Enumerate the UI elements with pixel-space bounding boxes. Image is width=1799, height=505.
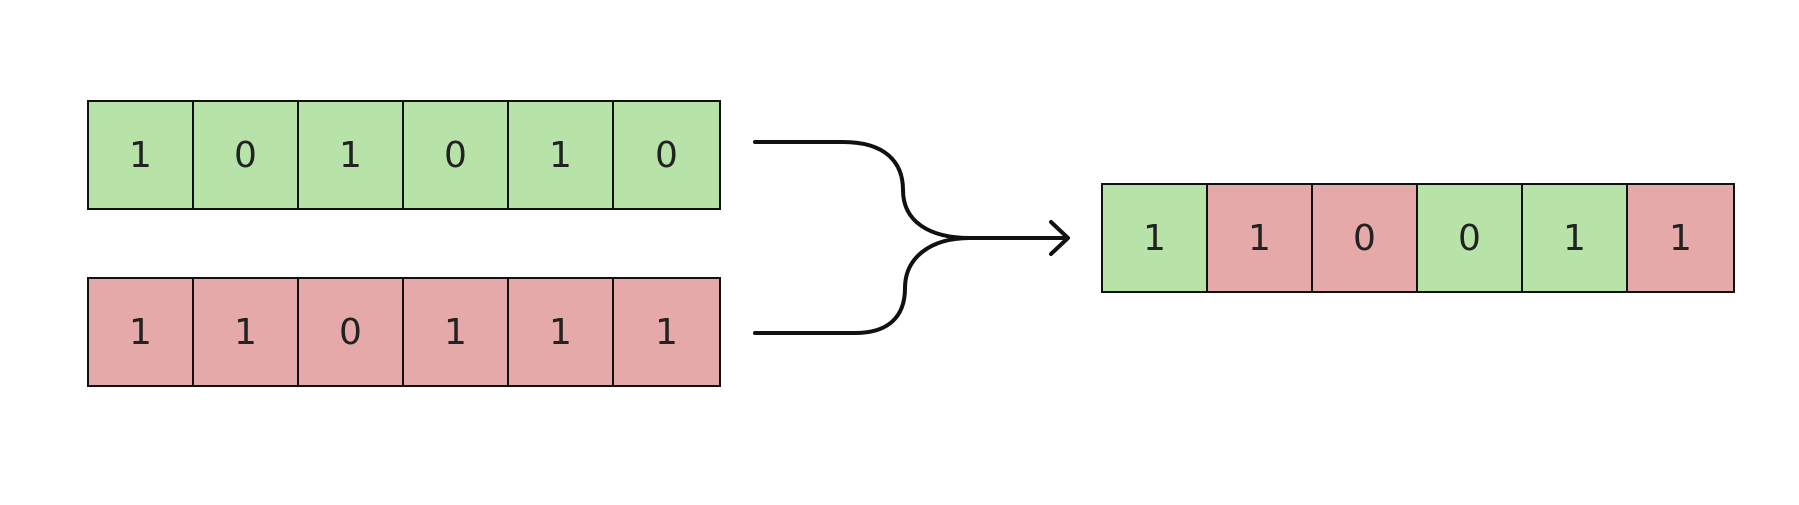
parent-a-bit-string: 1 0 1 0 1 0 [87,100,721,210]
parent-b-cell: 1 [194,279,299,385]
offspring-cell: 0 [1313,185,1418,291]
parent-b-cell: 1 [614,279,719,385]
upper-branch-line [753,140,972,240]
parent-b-cell: 1 [89,279,194,385]
parent-a-cell: 0 [614,102,719,208]
parent-b-cell: 1 [404,279,509,385]
parent-a-cell: 0 [194,102,299,208]
offspring-cell: 1 [1523,185,1628,291]
parent-a-cell: 1 [299,102,404,208]
parent-a-cell: 1 [89,102,194,208]
offspring-cell: 1 [1628,185,1733,291]
parent-b-cell: 1 [509,279,614,385]
lower-branch-line [753,236,972,335]
arrowhead-icon [1049,220,1070,256]
parent-b-bit-string: 1 1 0 1 1 1 [87,277,721,387]
parent-b-cell: 0 [299,279,404,385]
parent-a-cell: 0 [404,102,509,208]
parent-a-cell: 1 [509,102,614,208]
offspring-bit-string: 1 1 0 0 1 1 [1101,183,1735,293]
offspring-cell: 0 [1418,185,1523,291]
offspring-cell: 1 [1208,185,1313,291]
offspring-cell: 1 [1103,185,1208,291]
